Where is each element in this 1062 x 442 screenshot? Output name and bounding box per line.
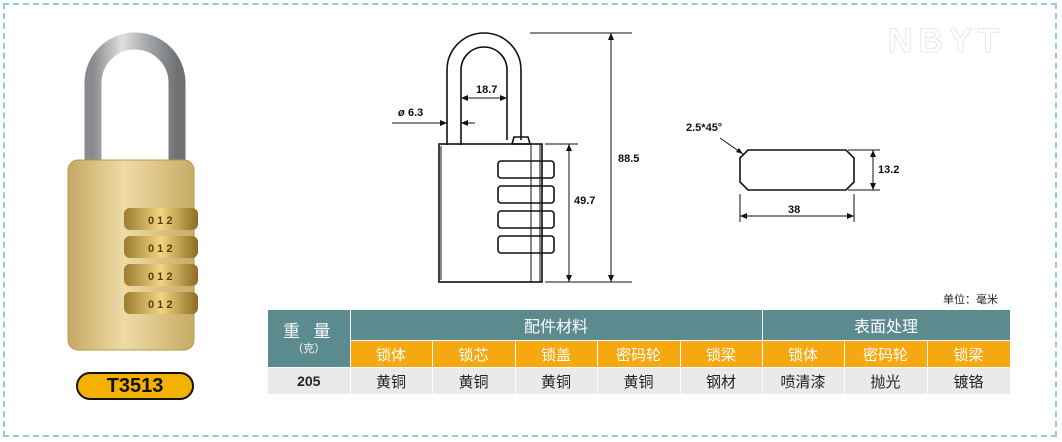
col-header: 锁梁 xyxy=(927,340,1011,368)
col-header: 密码轮 xyxy=(844,340,928,368)
svg-text:ø: ø xyxy=(398,107,405,119)
spec-table: 重 量 （克） 配件材料 表面处理 锁体 锁芯 锁盖 密码轮 锁梁 锁体 密码轮… xyxy=(268,310,1011,394)
weight-unit: （克） xyxy=(292,341,326,355)
model-badge: T3513 xyxy=(76,372,194,400)
group-parts-header: 配件材料 xyxy=(350,310,763,341)
group-surface-header: 表面处理 xyxy=(762,310,1011,341)
technical-drawing: 18.7 ø 6.3 88.5 49.7 2.5*45° 13.2 38 xyxy=(392,32,899,283)
weight-label: 重 量 xyxy=(283,321,335,342)
table-cell: 钢材 xyxy=(680,367,763,394)
svg-text:0 1 2: 0 1 2 xyxy=(148,215,172,227)
table-cell: 喷清漆 xyxy=(762,367,845,394)
weight-value: 205 xyxy=(268,367,351,394)
brand-watermark: NBYT xyxy=(888,22,1005,61)
col-header: 锁体 xyxy=(762,340,845,368)
col-header: 锁体 xyxy=(350,340,433,368)
table-cell: 黄铜 xyxy=(515,367,598,394)
dim-width: 38 xyxy=(788,204,800,216)
col-header: 锁芯 xyxy=(432,340,516,368)
col-header: 锁盖 xyxy=(515,340,598,368)
table-row: 205 黄铜 黄铜 黄铜 黄铜 钢材 喷清漆 抛光 镀铬 xyxy=(268,367,1011,394)
svg-text:0 1 2: 0 1 2 xyxy=(148,299,172,311)
dim-total-height: 88.5 xyxy=(618,153,639,165)
table-cell: 镀铬 xyxy=(927,367,1011,394)
svg-text:0 1 2: 0 1 2 xyxy=(148,271,172,283)
padlock-photo: 0 1 2 0 1 2 0 1 2 0 1 2 xyxy=(67,32,198,351)
col-header: 密码轮 xyxy=(597,340,681,368)
dim-body-height: 49.7 xyxy=(574,195,595,207)
table-cell: 黄铜 xyxy=(597,367,681,394)
dim-thickness: 13.2 xyxy=(878,164,899,176)
dim-chamfer: 2.5*45° xyxy=(686,122,722,134)
weight-header: 重 量 （克） xyxy=(268,310,351,368)
table-cell: 抛光 xyxy=(844,367,928,394)
col-header: 锁梁 xyxy=(680,340,763,368)
unit-note: 单位：毫米 xyxy=(943,293,998,306)
dim-shackle-width: 18.7 xyxy=(476,84,497,96)
page-frame xyxy=(3,3,1057,437)
svg-text:0 1 2: 0 1 2 xyxy=(148,243,172,255)
table-cell: 黄铜 xyxy=(432,367,516,394)
table-cell: 黄铜 xyxy=(350,367,433,394)
dim-shackle-diameter: 6.3 xyxy=(408,107,423,119)
